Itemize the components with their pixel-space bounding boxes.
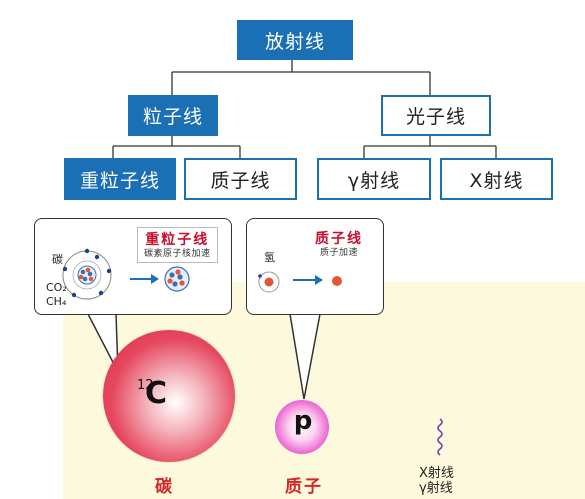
heavy-callout-title-text: 重粒子线 (145, 232, 210, 248)
carbon-atom-illustration (62, 248, 190, 300)
proton-callout: 质子线 质子加速 氢 (246, 218, 384, 315)
node-proton-beam: 质子线 (184, 158, 297, 200)
gamma-label: γ射线 (419, 481, 453, 496)
proton-callout-title: 质子线 质子加速 (309, 227, 369, 261)
xray-label: X射线 (419, 466, 454, 481)
node-particle-beam: 粒子线 (128, 95, 218, 136)
proton-label: 质子 (285, 477, 323, 497)
hydrogen-element-label: 氢 (264, 251, 275, 264)
heavy-ion-callout: 重粒子线 碳素原子核加速 碳 CO₂ CH₄ (34, 218, 232, 315)
node-gamma-ray: γ射线 (317, 158, 431, 200)
node-heavy-ion-beam: 重粒子线 (64, 158, 176, 200)
heavy-callout-title: 重粒子线 碳素原子核加速 (137, 227, 218, 263)
carbon-symbol: C (145, 376, 168, 411)
hydrogen-atom-illustration (258, 271, 342, 293)
proton-callout-subtitle: 质子加速 (319, 248, 358, 258)
node-x-ray: X射线 (440, 158, 553, 200)
carbon-nucleus (103, 330, 235, 462)
node-photon-beam: 光子线 (381, 95, 491, 136)
node-radiation: 放射线 (237, 20, 353, 60)
carbon-mass-number: 12 (137, 378, 154, 393)
proton-callout-title-text: 质子线 (315, 231, 363, 247)
heavy-callout-subtitle: 碳素原子核加速 (144, 249, 211, 259)
carbon-label: 碳 (155, 477, 174, 497)
co2-label: CO₂ (46, 281, 67, 294)
carbon-element-label: 碳 (52, 253, 63, 266)
proton-symbol: p (293, 406, 313, 436)
proton-particle (275, 400, 329, 454)
ch4-label: CH₄ (46, 295, 67, 308)
